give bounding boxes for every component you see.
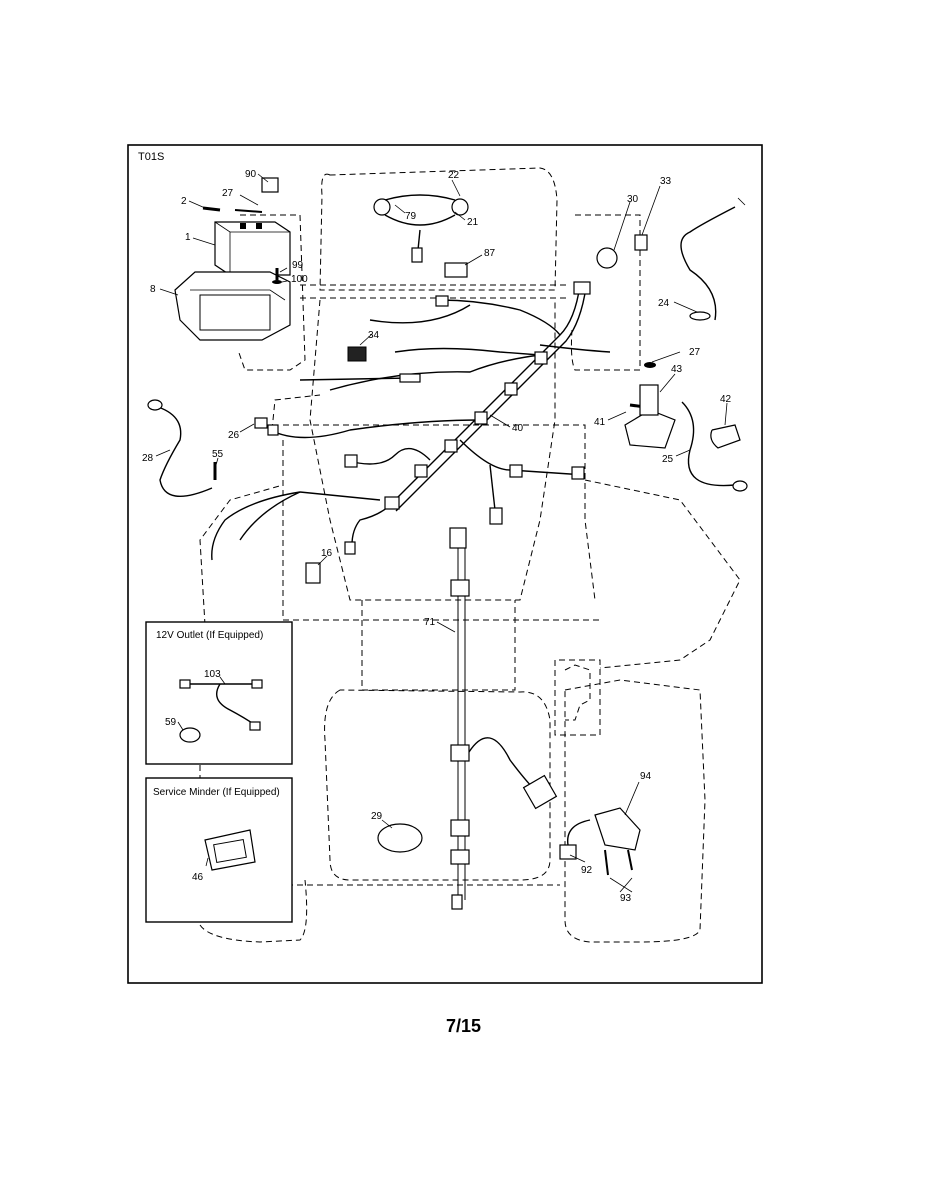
headlight-assembly	[373, 194, 469, 263]
diagram-code: T01S	[138, 151, 165, 163]
inset-service-minder	[145, 777, 293, 923]
page-number: 7/15	[445, 1016, 482, 1036]
callout-103: 103	[204, 669, 221, 680]
fuse-part	[305, 562, 321, 584]
callout-71: 71	[424, 617, 436, 628]
callout-30: 30	[627, 194, 639, 205]
callout-27b: 27	[689, 347, 701, 358]
main-wire-harness	[211, 281, 611, 561]
callout-26: 26	[228, 430, 240, 441]
callout-42: 42	[720, 394, 732, 405]
inset-minder-title: Service Minder (If Equipped)	[153, 787, 280, 798]
callout-28: 28	[142, 453, 154, 464]
diagram-frame	[127, 144, 763, 984]
cable-24	[680, 206, 736, 321]
callout-34: 34	[368, 330, 380, 341]
cable-28	[154, 405, 213, 497]
callout-93: 93	[620, 893, 632, 904]
callout-1: 1	[185, 232, 191, 243]
horn-part	[377, 823, 423, 853]
key-part	[634, 234, 648, 251]
callout-16: 16	[321, 548, 333, 559]
cap-part	[710, 424, 741, 449]
callout-2: 2	[181, 196, 187, 207]
callout-29: 29	[371, 811, 383, 822]
harness-71	[449, 527, 558, 910]
callout-87: 87	[484, 248, 496, 259]
callout-92: 92	[581, 865, 593, 876]
battery-part	[214, 221, 291, 276]
callout-8: 8	[150, 284, 156, 295]
callout-79: 79	[405, 211, 417, 222]
callout-41: 41	[594, 417, 606, 428]
callout-100: 100	[291, 274, 308, 285]
callout-25: 25	[662, 454, 674, 465]
callout-46: 46	[192, 872, 204, 883]
inset-outlet-title: 12V Outlet (If Equipped)	[156, 630, 263, 641]
callout-99: 99	[292, 260, 304, 271]
leader-lines	[155, 173, 746, 893]
callout-33: 33	[660, 176, 672, 187]
solenoid-part	[624, 384, 676, 449]
callout-94: 94	[640, 771, 652, 782]
seat-switch-part	[559, 807, 641, 876]
callout-40: 40	[512, 423, 524, 434]
inset-12v-outlet	[145, 621, 293, 765]
callout-43: 43	[671, 364, 683, 375]
switch-part	[444, 262, 468, 278]
callout-55: 55	[212, 449, 224, 460]
callout-24: 24	[658, 298, 670, 309]
module-part	[347, 346, 367, 362]
callouts: 1 2 8 90 27 99 100 22 79 21 87 30 33 24 …	[142, 169, 732, 904]
callout-21: 21	[467, 217, 479, 228]
callout-27: 27	[222, 188, 234, 199]
ignition-switch-part	[596, 247, 618, 269]
callout-22: 22	[448, 170, 460, 181]
callout-59: 59	[165, 717, 177, 728]
battery-tray-part	[174, 271, 291, 341]
callout-90: 90	[245, 169, 257, 180]
